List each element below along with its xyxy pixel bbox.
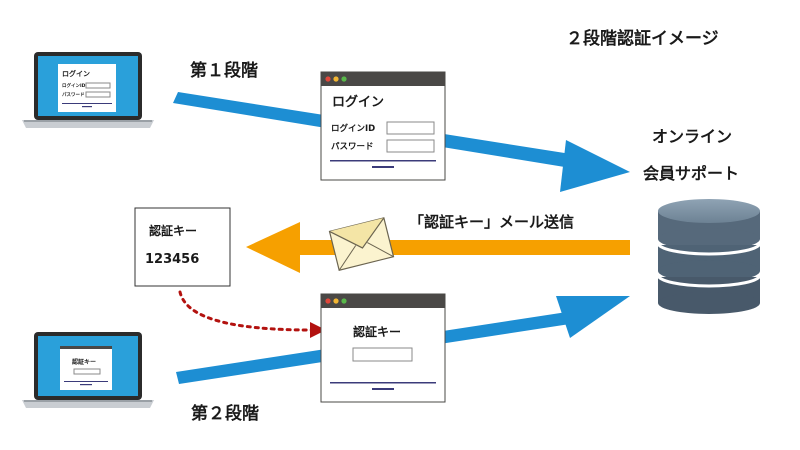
auth-submit-button[interactable] [372,388,394,390]
login-window-title: ログイン [332,94,384,110]
login-id-field[interactable] [386,121,435,135]
laptop2-auth-title: 認証キー [72,358,96,366]
key-card-code: 123456 [145,252,199,267]
email-send-label: 「認証キー」メール送信 [409,213,574,231]
auth-window-title: 認証キー [353,324,401,339]
envelope-icon [328,217,395,271]
server-label-line1: オンライン [652,127,732,146]
login-password-field[interactable] [386,139,435,153]
laptop1-login-title: ログイン [62,69,90,78]
server-icon [656,199,762,314]
login-submit-button[interactable] [372,166,394,168]
key-card: 認証キー 123456 [134,207,231,287]
dotted-arrow [178,290,326,338]
laptop1-password-label: パスワード [62,91,85,98]
laptop-2: 認証キー [22,332,154,408]
login-password-label: パスワード [331,141,374,152]
diagram-title: ２段階認証イメージ [566,28,719,49]
laptop-1: ログイン ログインID パスワード [22,52,154,128]
login-window: ログイン ログインID パスワード [320,71,446,181]
key-card-title: 認証キー [149,223,197,238]
laptop1-id-label: ログインID [62,82,86,89]
step1-label: 第１段階 [190,60,258,81]
auth-key-window: 認証キー [320,293,446,403]
server-label-line2: 会員サポート [643,164,739,183]
auth-key-field[interactable] [352,347,413,362]
step2-label: 第２段階 [191,403,259,424]
login-id-label: ログインID [331,123,375,134]
